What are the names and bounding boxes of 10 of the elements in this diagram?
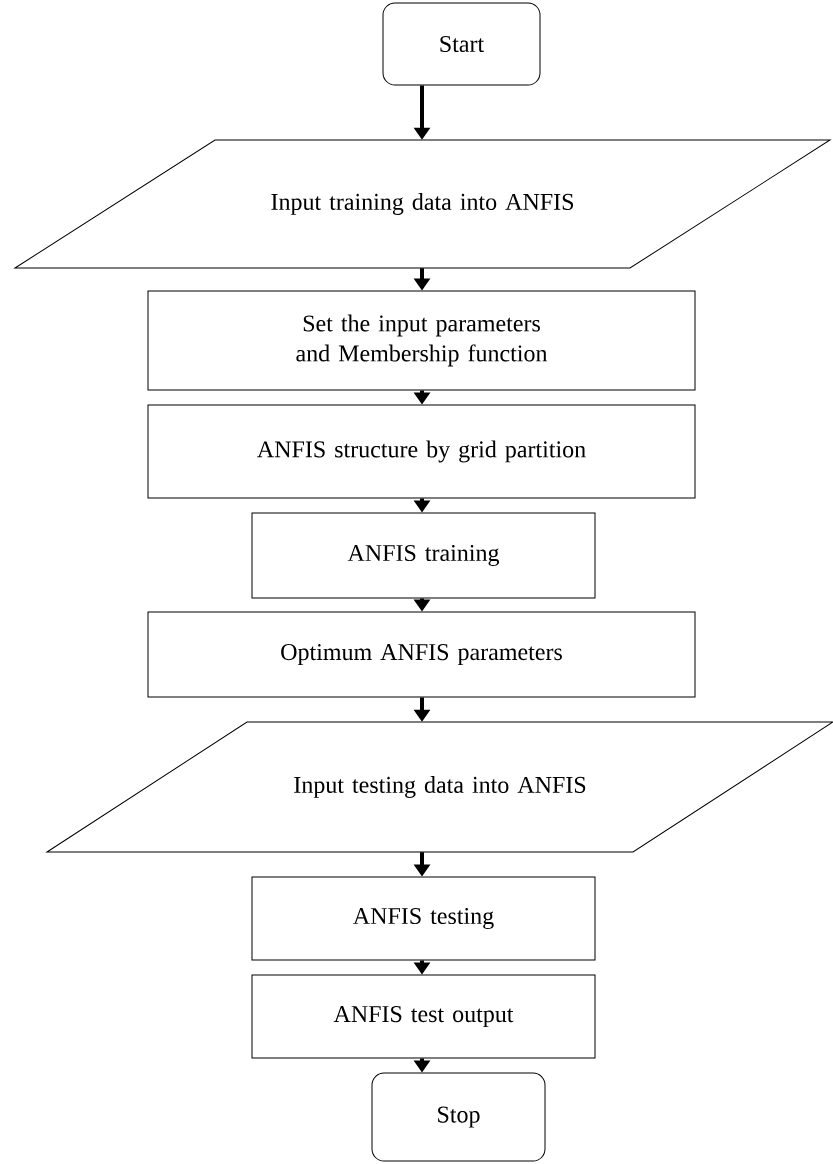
process-box: ANFIS testing bbox=[251, 876, 596, 961]
process-box: ANFIS training bbox=[251, 512, 596, 599]
input-parallelogram: Input testing data into ANFIS bbox=[46, 721, 833, 853]
process-box: ANFIS structure by grid partition bbox=[147, 404, 696, 499]
process-box: Set the input parameters and Membership function bbox=[147, 290, 696, 391]
terminal-box: Stop bbox=[371, 1072, 546, 1162]
process-box: ANFIS test output bbox=[251, 974, 596, 1059]
input-parallelogram: Input training data into ANFIS bbox=[14, 139, 831, 269]
terminal-box: Start bbox=[382, 2, 541, 86]
process-box: Optimum ANFIS parameters bbox=[147, 611, 696, 698]
